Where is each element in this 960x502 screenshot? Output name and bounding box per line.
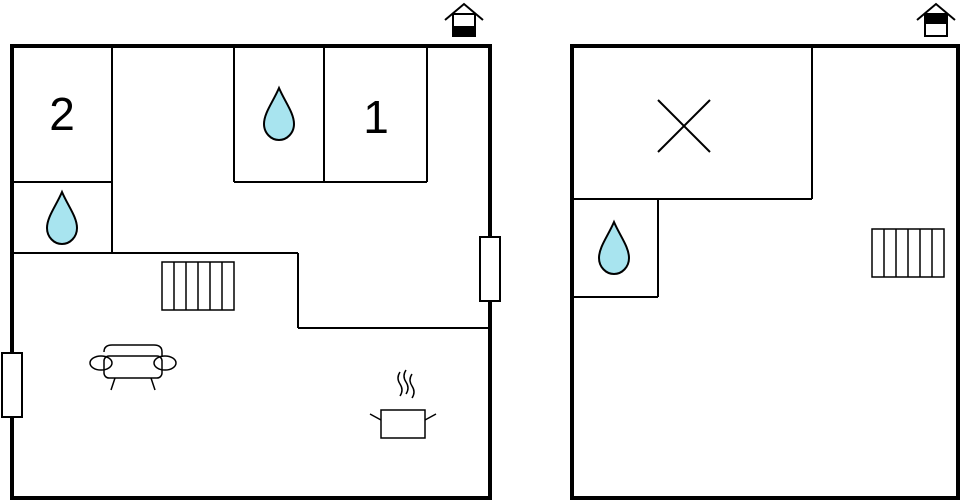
ground-floor-plan: 2 1 bbox=[1, 2, 501, 500]
window bbox=[1, 352, 23, 418]
window bbox=[479, 236, 501, 302]
upper-floor-plan bbox=[570, 2, 960, 500]
upper-interior-walls bbox=[572, 46, 813, 298]
radiator-icon bbox=[161, 261, 235, 311]
sofa-icon bbox=[89, 344, 177, 391]
ground-interior-walls bbox=[12, 46, 490, 329]
radiator-icon bbox=[871, 228, 945, 278]
room-label-2: 2 bbox=[49, 88, 75, 140]
room-label-1: 1 bbox=[363, 91, 389, 143]
cooking-pot-icon bbox=[369, 369, 437, 439]
cross-icon bbox=[657, 99, 711, 153]
water-drop-icon bbox=[45, 189, 79, 246]
upper-outer-wall bbox=[570, 44, 960, 500]
water-drop-icon bbox=[597, 219, 631, 276]
house-ground-floor-icon bbox=[444, 2, 484, 37]
house-upper-floor-icon bbox=[916, 2, 956, 37]
ground-outer-wall bbox=[10, 44, 492, 500]
water-drop-icon bbox=[262, 85, 296, 142]
